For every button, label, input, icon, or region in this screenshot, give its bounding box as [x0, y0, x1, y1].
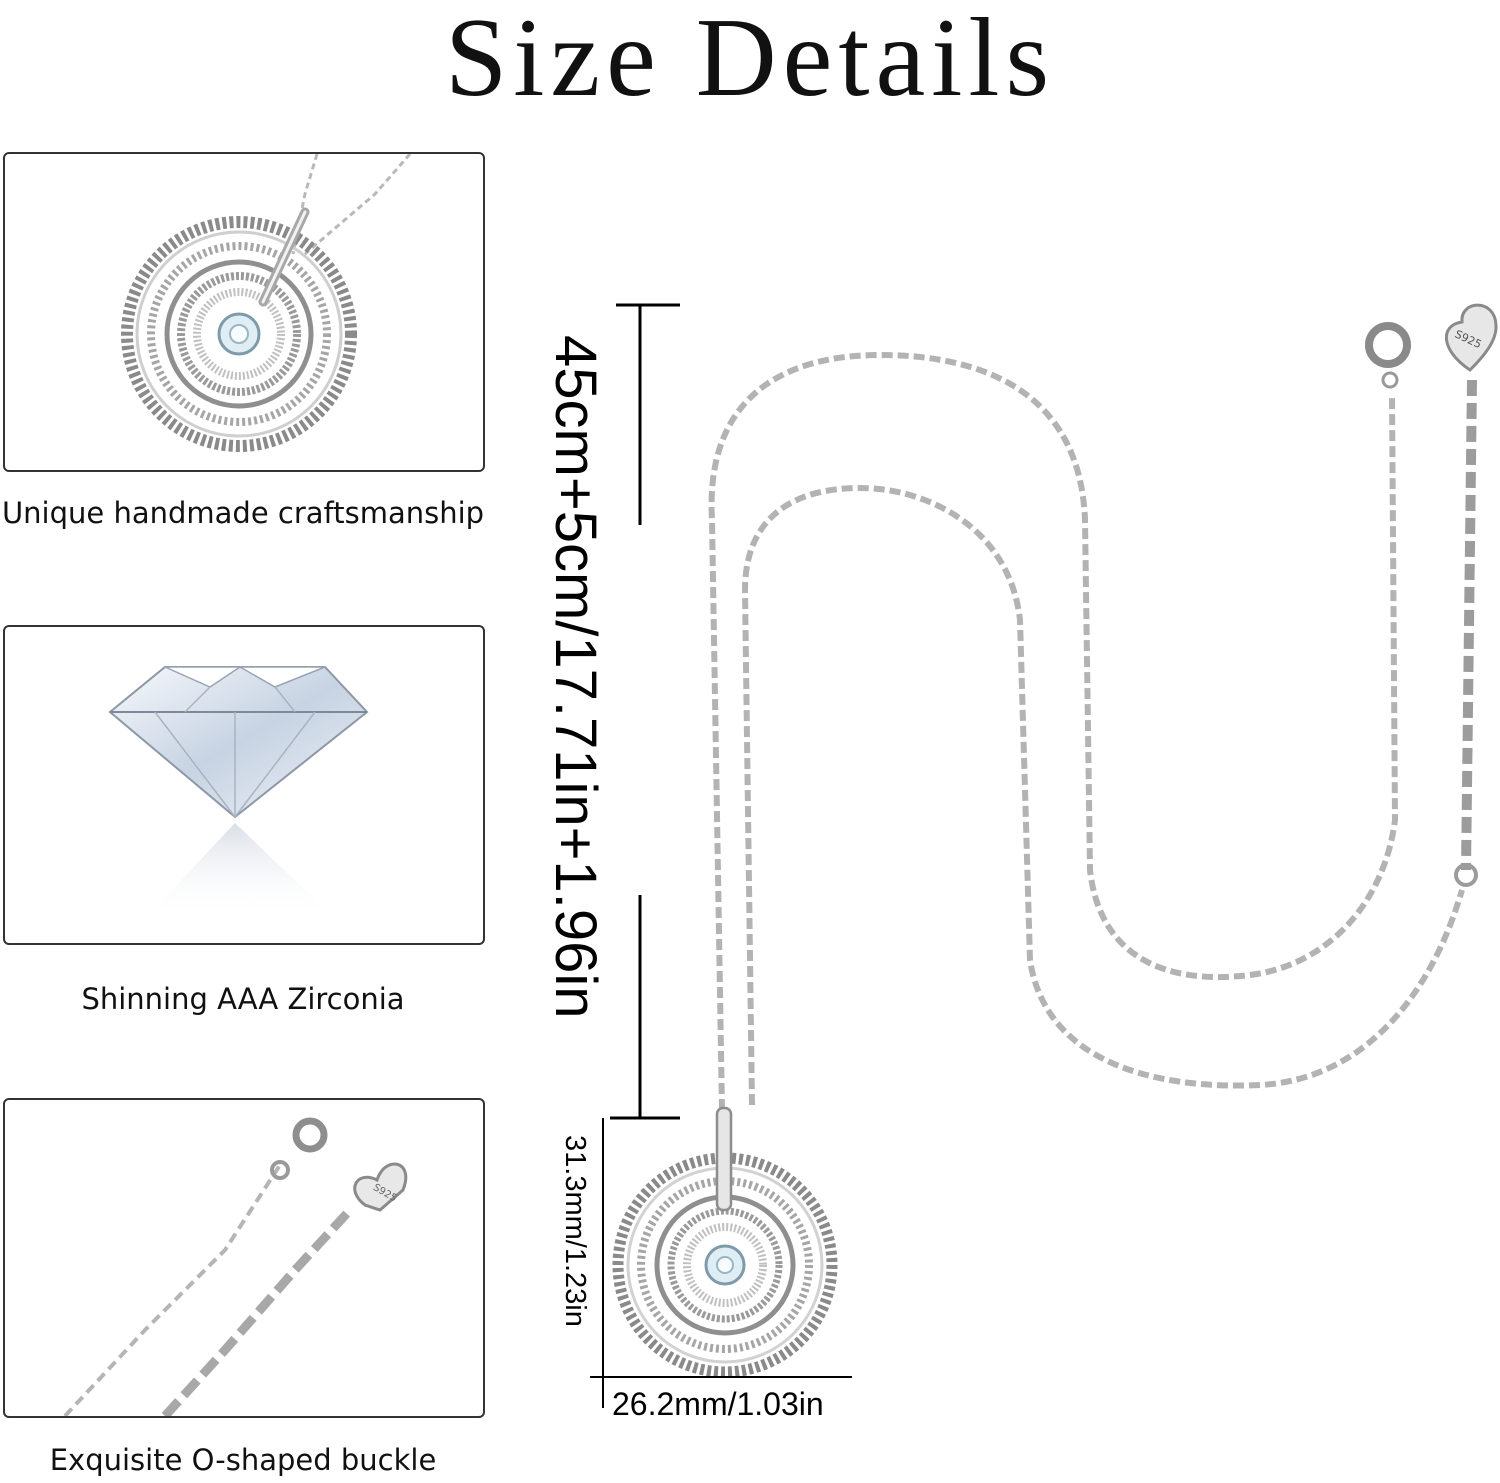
- extender-chain: [1461, 379, 1477, 871]
- pendant-height-label: 31.3mm/1.23in: [559, 1135, 591, 1327]
- heart-tag: [1445, 303, 1498, 372]
- zirconia-gem-image: [108, 666, 369, 919]
- page-title: Size Details: [444, 0, 1056, 120]
- pendant-closeup-image: [121, 154, 412, 452]
- feature-caption-buckle: Exquisite O-shaped buckle: [49, 1443, 437, 1477]
- feature-caption-zirconia: Shinning AAA Zirconia: [81, 982, 405, 1016]
- necklace-chain: [708, 351, 1399, 1111]
- feature-caption-craftsmanship: Unique handmade craftsmanship: [1, 496, 485, 530]
- clasp-closeup-image: S925: [63, 1117, 408, 1416]
- pendant-image: [612, 1152, 838, 1378]
- feature-panel-buckle: S925: [3, 1098, 485, 1418]
- spring-ring-clasp: [292, 1117, 328, 1153]
- pendant-width-label: 26.2mm/1.03in: [612, 1386, 824, 1422]
- feature-panel-craftsmanship: [3, 152, 485, 472]
- feature-panel-zirconia: [3, 625, 485, 945]
- chain-length-label: 45cm+5cm/17.71in+1.96in: [543, 335, 608, 1019]
- spring-ring-clasp-main: [1365, 322, 1411, 368]
